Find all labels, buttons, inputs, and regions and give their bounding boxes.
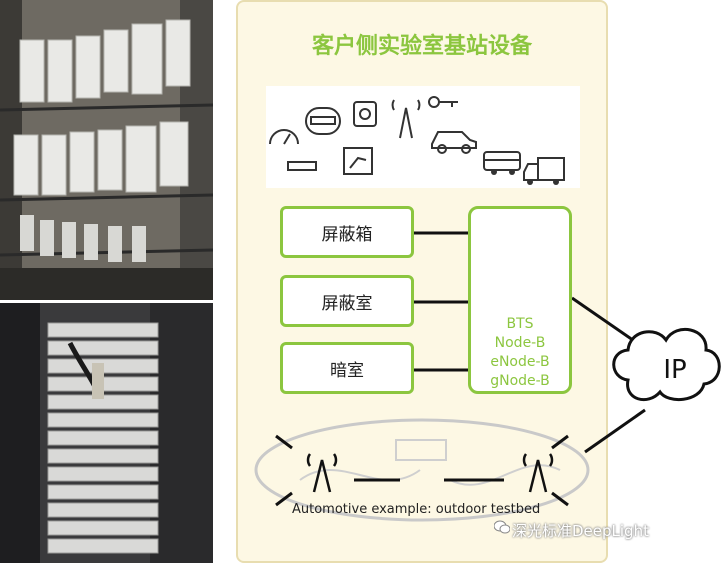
wechat-icon [494,520,510,534]
ip-label: IP [663,355,687,385]
router-icon [287,161,317,171]
ip-cloud-icon [612,328,721,402]
testbed-tower-right-icon [522,453,554,493]
testbed-caption: Automotive example: outdoor testbed [292,502,541,517]
bts-labels: BTS Node-B eNode-B gNode-B [471,315,569,391]
lab-photo-top-drawing [0,0,213,300]
meter-icon [305,107,341,135]
car-icon [431,131,477,149]
device-icons-strip [266,86,580,188]
lab-photo-bottom-drawing [0,303,213,563]
socket-icon [353,101,377,127]
speedometer-icon [269,129,299,145]
zone-shield-room: 屏蔽室 [280,275,414,327]
lab-photo-top [0,0,213,300]
testbed-tower-left-icon [306,453,338,493]
bts-line-gnodeb: gNode-B [490,373,550,389]
zone-anechoic-chamber: 暗室 [280,342,414,394]
watermark: 深光标准DeepLight [512,522,649,540]
lab-photo-bottom [0,303,213,563]
connector-bts-ip [571,296,641,347]
bts-box: BTS Node-B eNode-B gNode-B [468,206,572,394]
testbed-outline [254,418,590,522]
antenna-tower-icon [399,107,413,139]
zone-shield-box: 屏蔽箱 [280,206,414,258]
connector-testbed-ip [584,408,646,454]
bts-line-bts: BTS [506,316,534,332]
device-icons-drawing [269,96,565,185]
display-icon [343,147,373,175]
panel-title: 客户侧实验室基站设备 [311,34,532,59]
bts-line-nodeb: Node-B [494,335,546,351]
truck-icon [537,157,565,181]
bts-line-enodeb: eNode-B [490,354,550,370]
